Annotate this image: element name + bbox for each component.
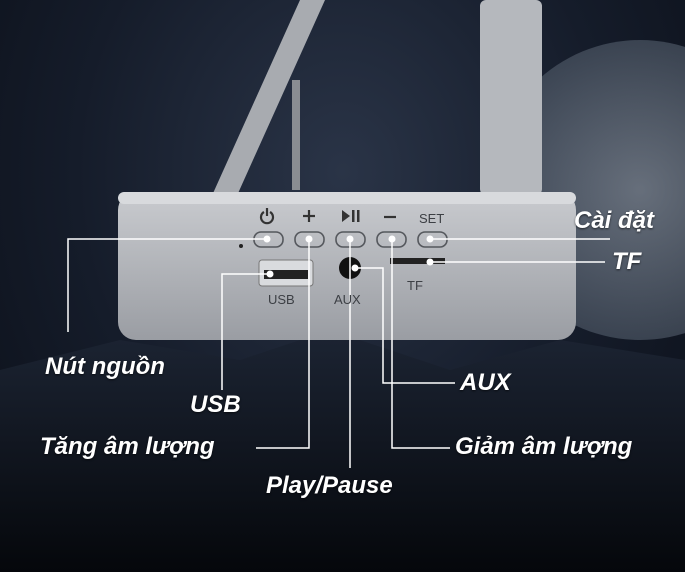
lamp-arm: [210, 0, 325, 200]
play-pause-icon: [342, 210, 360, 222]
power-icon: [259, 211, 275, 225]
callout-volume-up: Tăng âm lượng: [40, 433, 215, 460]
set-button-label: SET: [419, 211, 445, 226]
button-icons: [259, 208, 396, 225]
callout-play-pause: Play/Pause: [266, 472, 393, 499]
usb-port-label: USB: [268, 292, 295, 307]
lamp-head: [480, 0, 542, 195]
callout-dots: [263, 235, 434, 278]
mountains: [0, 330, 685, 572]
callout-lines: [67, 238, 610, 468]
callout-settings: Cài đặt: [574, 207, 655, 234]
callout-aux: AUX: [460, 369, 511, 396]
callout-usb: USB: [190, 391, 241, 418]
aux-port-label: AUX: [334, 292, 361, 307]
callout-volume-down: Giảm âm lượng: [455, 433, 633, 460]
callout-tf: TF: [612, 248, 642, 275]
tf-slot-label: TF: [407, 278, 423, 293]
callout-power: Nút nguồn: [45, 353, 165, 380]
tf-slot: [390, 258, 445, 264]
